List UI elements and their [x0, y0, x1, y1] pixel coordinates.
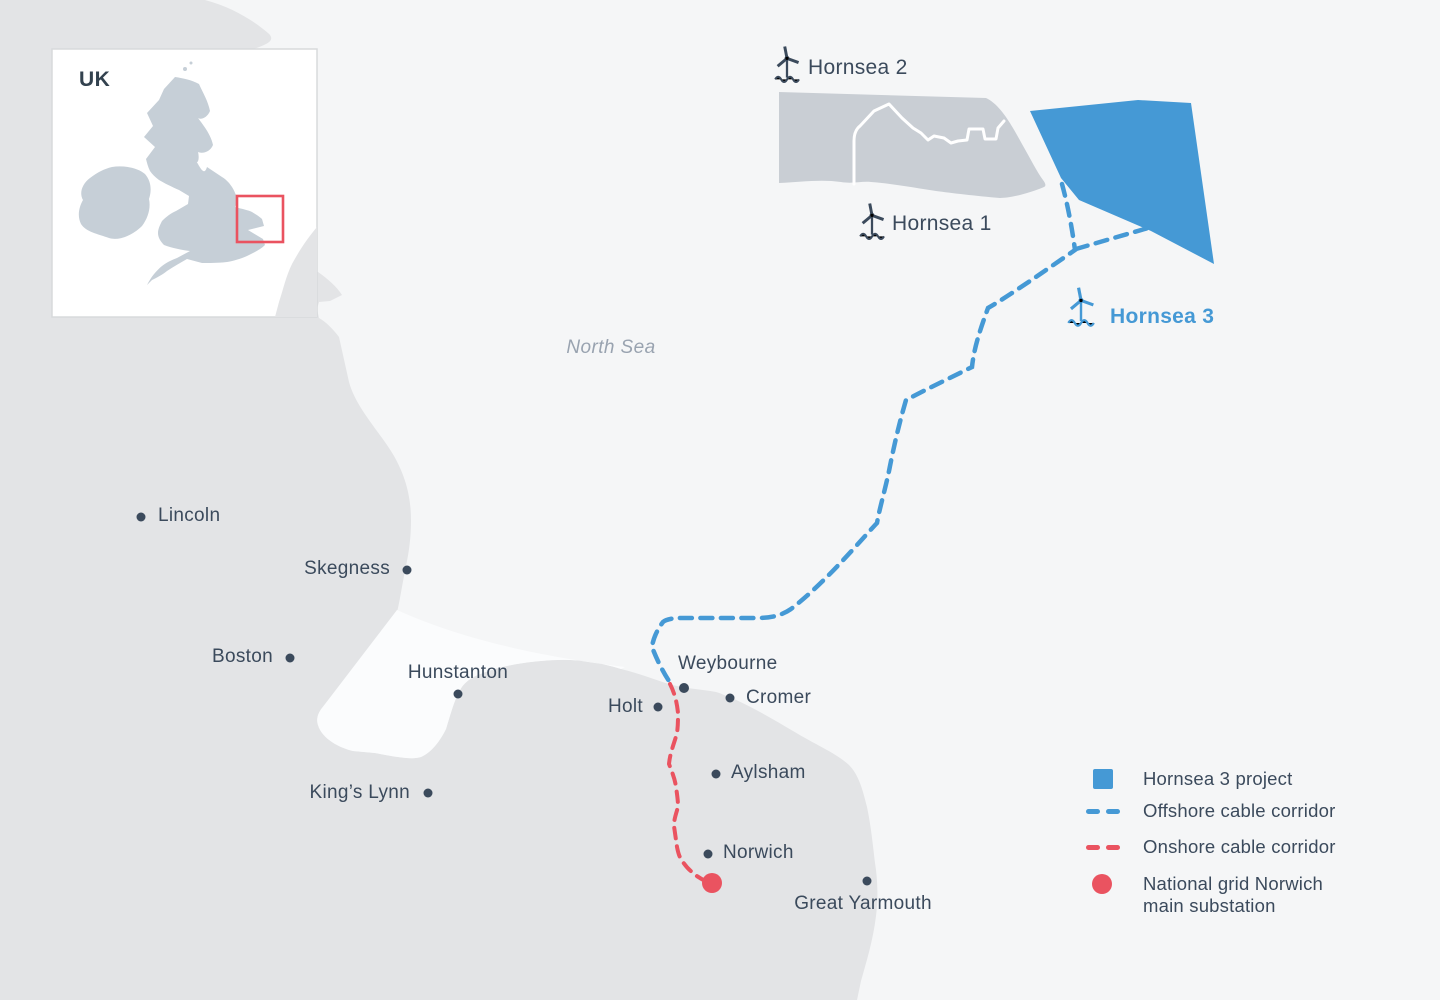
city-label-norwich: Norwich	[723, 842, 794, 863]
legend-onshore-label: Onshore cable corridor	[1143, 836, 1336, 857]
offshore-cable-corridor-branch	[1073, 225, 1151, 252]
inset-focus-rectangle	[235, 194, 285, 244]
city-dot-hunstanton	[453, 689, 463, 699]
legend-hornsea3-project-label: Hornsea 3 project	[1143, 768, 1293, 789]
north-sea-label: North Sea	[566, 337, 656, 358]
city-dot-skegness	[402, 565, 412, 575]
norwich-substation-dot	[702, 873, 722, 893]
inset-great-britain	[144, 77, 265, 285]
hornsea3-label: Hornsea 3	[1110, 305, 1215, 328]
inset-shetland-island	[189, 61, 193, 65]
uk-inset-map	[51, 48, 318, 318]
inset-uk-label: UK	[79, 68, 111, 91]
city-label-weybourne: Weybourne	[678, 653, 778, 674]
hornsea2-label: Hornsea 2	[808, 56, 908, 79]
hornsea1-hornsea2-boundary	[852, 102, 1006, 186]
city-dot-kings-lynn	[423, 788, 433, 798]
offshore-cable-corridor	[649, 181, 1078, 684]
city-label-hunstanton: Hunstanton	[407, 662, 509, 683]
inset-orkney-island	[183, 67, 187, 71]
city-dot-weybourne	[679, 683, 689, 693]
city-label-holt: Holt	[608, 696, 643, 717]
city-dot-aylsham	[711, 769, 721, 779]
legend-substation-label: National grid Norwich main substation	[1143, 873, 1324, 916]
city-label-aylsham: Aylsham	[731, 762, 806, 783]
city-dot-norwich	[703, 849, 713, 859]
city-label-skegness: Skegness	[304, 558, 390, 579]
city-dot-cromer	[725, 693, 735, 703]
legend-hornsea3-swatch	[1093, 769, 1113, 789]
hornsea3-area	[1030, 100, 1214, 264]
inset-continental-europe	[275, 227, 317, 317]
city-label-great-yarmouth: Great Yarmouth	[794, 893, 932, 914]
inset-ireland	[78, 166, 151, 239]
hornsea1-hornsea2-area	[779, 92, 1046, 198]
legend-offshore-label: Offshore cable corridor	[1143, 800, 1336, 821]
city-label-kings-lynn: King’s Lynn	[309, 782, 410, 803]
legend-onshore-dash-icon	[1086, 845, 1120, 850]
the-wash-estuary	[317, 610, 625, 759]
onshore-cable-corridor	[666, 682, 707, 883]
city-label-cromer: Cromer	[746, 687, 812, 708]
legend-substation-dot-icon	[1092, 874, 1112, 894]
legend-offshore-dash-icon	[1086, 809, 1120, 814]
city-dot-holt	[653, 702, 663, 712]
city-label-lincoln: Lincoln	[158, 505, 221, 526]
city-label-boston: Boston	[212, 646, 273, 667]
city-dot-great-yarmouth	[862, 876, 872, 886]
city-dot-boston	[285, 653, 295, 663]
hornsea1-label: Hornsea 1	[892, 212, 992, 235]
city-dot-lincoln	[136, 512, 146, 522]
